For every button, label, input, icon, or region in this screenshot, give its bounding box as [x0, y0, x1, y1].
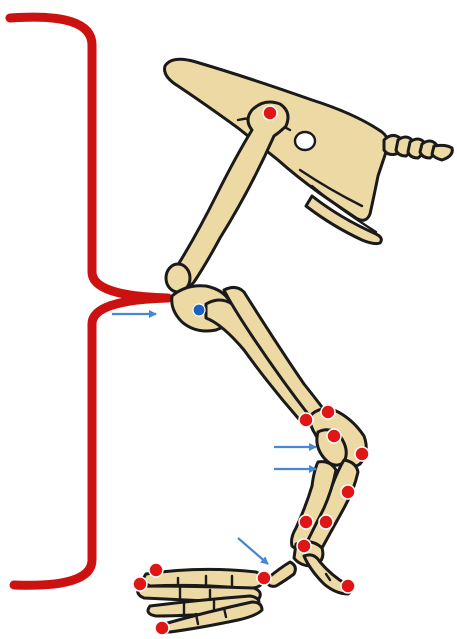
toes [138, 555, 351, 632]
joint-marker [319, 515, 333, 529]
red-curly-brace [10, 17, 168, 585]
joint-marker [257, 571, 271, 585]
joint-marker [297, 539, 311, 553]
joint-marker [327, 429, 341, 443]
joint-marker [299, 515, 313, 529]
tibiotarsus [206, 287, 330, 426]
joint-marker [341, 485, 355, 499]
femur [172, 102, 288, 288]
joint-marker [299, 413, 313, 427]
pelvis [165, 59, 389, 243]
blue-joint-marker [193, 304, 205, 316]
joint-marker-hip [263, 106, 277, 120]
joint-marker [321, 405, 335, 419]
joint-marker [155, 621, 169, 635]
arrow-foot [238, 538, 268, 564]
joint-marker [355, 447, 369, 461]
tail-vertebrae [384, 135, 452, 160]
joint-marker [133, 577, 147, 591]
joint-marker [341, 579, 355, 593]
pointer-arrows [112, 314, 316, 564]
joint-marker [149, 563, 163, 577]
